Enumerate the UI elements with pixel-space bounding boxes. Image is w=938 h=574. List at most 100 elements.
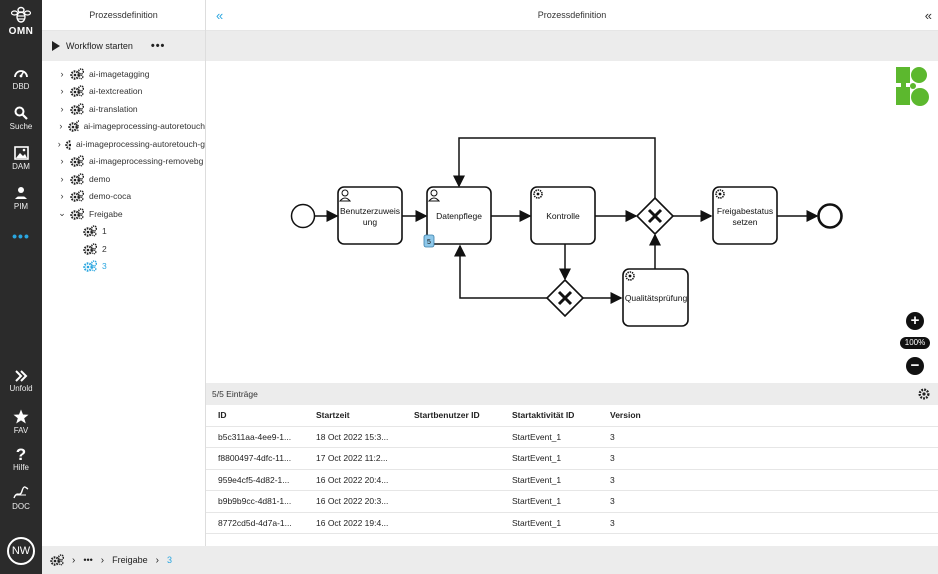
breadcrumb-freigabe[interactable]: Freigabe bbox=[112, 555, 148, 565]
cell-startaktivitaet: StartEvent_1 bbox=[512, 517, 562, 528]
table-row[interactable]: f8800497-4dfc-11... 17 Oct 2022 11:2... … bbox=[206, 448, 938, 470]
cell-startzeit: 16 Oct 2022 20:4... bbox=[316, 474, 389, 485]
zoom-in-button[interactable]: + bbox=[906, 312, 924, 330]
service-task-icon bbox=[625, 271, 635, 281]
instances-table: ID Startzeit Startbenutzer ID Startaktiv… bbox=[206, 405, 938, 534]
chevron-right-icon[interactable]: › bbox=[60, 68, 64, 79]
breadcrumb: › ••• › Freigabe › 3 bbox=[42, 546, 938, 574]
task-label-benutzer-2: ung bbox=[363, 217, 377, 227]
rail-item-dam[interactable]: DAM bbox=[0, 146, 42, 171]
breadcrumb-separator: › bbox=[100, 554, 105, 566]
gears-icon bbox=[70, 85, 84, 98]
tree-child-version-1[interactable]: 1 bbox=[42, 223, 205, 241]
main-title: Prozessdefinition bbox=[537, 10, 607, 20]
end-event bbox=[817, 203, 843, 229]
rail-item-pim[interactable]: PIM bbox=[0, 186, 42, 211]
cell-id: f8800497-4dfc-11... bbox=[218, 453, 292, 463]
task-label-datenpflege: Datenpflege bbox=[436, 211, 482, 221]
rail-label-dam: DAM bbox=[12, 162, 30, 171]
gears-icon bbox=[64, 137, 71, 150]
tree-item-ai-imagetagging[interactable]: ›ai-imagetagging bbox=[42, 65, 205, 83]
chevron-right-icon[interactable]: › bbox=[59, 121, 63, 132]
gears-icon bbox=[70, 190, 84, 203]
tree-item-demo[interactable]: › demo bbox=[42, 170, 205, 188]
workflow-gears-icon[interactable] bbox=[50, 554, 64, 566]
tree-child-version-3[interactable]: 3 bbox=[42, 258, 205, 276]
gears-icon bbox=[70, 207, 84, 220]
tree-item-ai-translation[interactable]: ›ai-translation bbox=[42, 100, 205, 118]
col-header-version[interactable]: Version bbox=[610, 410, 641, 420]
instance-count-badge: 5 bbox=[427, 239, 431, 246]
chevron-right-icon[interactable]: › bbox=[60, 173, 64, 184]
pim-icon bbox=[15, 187, 27, 199]
brand-name: OMN bbox=[8, 26, 34, 37]
table-row[interactable]: 959e4cf5-4d82-1... 16 Oct 2022 20:4... S… bbox=[206, 470, 938, 491]
tree-child-version-2[interactable]: 2 bbox=[42, 240, 205, 258]
brand-logo[interactable]: OMN bbox=[0, 6, 42, 37]
table-row[interactable]: 8772cd5d-4d7a-1... 16 Oct 2022 19:4... S… bbox=[206, 513, 938, 534]
rail-item-fav[interactable]: FAV bbox=[0, 409, 42, 435]
rail-item-unfold[interactable]: Unfold bbox=[0, 370, 42, 393]
cell-startzeit: 16 Oct 2022 20:3... bbox=[316, 496, 389, 506]
zoom-out-button[interactable]: − bbox=[906, 357, 924, 375]
rail-item-hilfe[interactable]: ? Hilfe bbox=[0, 446, 42, 472]
col-header-id[interactable]: ID bbox=[218, 410, 227, 420]
cell-startzeit: 17 Oct 2022 11:2... bbox=[316, 453, 388, 463]
tree-item-label: ai-imageprocessing-removebg bbox=[89, 156, 204, 167]
tree-item-ai-imageprocessing-autoretouch[interactable]: ›ai-imageprocessing-autoretouch bbox=[42, 118, 205, 136]
chevron-right-icon[interactable]: › bbox=[60, 156, 64, 167]
zoom-level: 100% bbox=[900, 337, 930, 349]
collapse-left-button[interactable]: « bbox=[216, 8, 224, 23]
chevron-right-icon[interactable]: › bbox=[57, 138, 61, 149]
table-row[interactable]: b5c311aa-4ee9-1... 18 Oct 2022 15:3... S… bbox=[206, 427, 938, 448]
tree-item-freigabe[interactable]: ⌄ Freigabe bbox=[42, 205, 205, 223]
bee-logo-icon bbox=[11, 6, 31, 23]
process-tree-panel: Prozessdefinition Workflow starten ••• ›… bbox=[42, 0, 206, 546]
rail-label-dbd: DBD bbox=[12, 82, 30, 91]
cell-version: 3 bbox=[610, 496, 615, 506]
task-label-freigabe-1: Freigabestatus bbox=[717, 206, 773, 216]
tree-item-label: Freigabe bbox=[89, 208, 123, 219]
tree-item-demo-coca[interactable]: ›demo-coca bbox=[42, 188, 205, 206]
cell-startzeit: 18 Oct 2022 15:3... bbox=[316, 431, 389, 442]
cell-startaktivitaet: StartEvent_1 bbox=[512, 431, 562, 442]
breadcrumb-ellipsis[interactable]: ••• bbox=[83, 555, 93, 565]
rail-item-more[interactable]: ••• bbox=[0, 228, 42, 244]
tree-item-ai-imageprocessing-removebg[interactable]: › ai-imageprocessing-removebg bbox=[42, 153, 205, 171]
bpmn-canvas[interactable]: Benutzerzuweis ung Datenpflege 5 bbox=[206, 61, 938, 383]
tree-item-ai-textcreation[interactable]: ›ai-textcreation bbox=[42, 83, 205, 101]
start-workflow-button[interactable]: Workflow starten bbox=[52, 41, 133, 51]
collapse-right-button[interactable]: « bbox=[924, 8, 932, 23]
search-icon bbox=[14, 106, 28, 120]
tree-panel-title: Prozessdefinition bbox=[42, 0, 205, 31]
dashboard-icon bbox=[14, 70, 28, 78]
rail-label-pim: PIM bbox=[13, 202, 29, 211]
tree-more-button[interactable]: ••• bbox=[150, 40, 166, 52]
cell-startaktivitaet: StartEvent_1 bbox=[512, 453, 562, 463]
cell-version: 3 bbox=[610, 431, 615, 442]
col-header-startbenutzer[interactable]: Startbenutzer ID bbox=[414, 410, 480, 420]
col-header-startaktivitaet[interactable]: Startaktivität ID bbox=[512, 410, 575, 420]
chevron-right-icon[interactable]: › bbox=[60, 191, 64, 202]
gears-icon bbox=[70, 172, 84, 185]
main-toolbar bbox=[206, 31, 938, 61]
instance-count-badge-box bbox=[423, 234, 435, 248]
chevron-right-icon[interactable]: › bbox=[60, 86, 64, 97]
rail-item-doc[interactable]: DOC bbox=[0, 486, 42, 511]
user-avatar[interactable]: NW bbox=[7, 537, 35, 565]
rail-item-dbd[interactable]: DBD bbox=[0, 66, 42, 91]
tree-item-label: demo bbox=[89, 173, 111, 184]
tree-item-ai-imageprocessing-autoretouch-g[interactable]: ›ai-imageprocessing-autoretouch-g bbox=[42, 135, 205, 153]
table-row[interactable]: b9b9b9cc-4d81-1... 16 Oct 2022 20:3... S… bbox=[206, 491, 938, 513]
chevron-right-icon[interactable]: › bbox=[60, 103, 64, 114]
puzzle-icon[interactable] bbox=[896, 67, 930, 107]
gears-icon bbox=[83, 225, 97, 238]
col-header-startzeit[interactable]: Startzeit bbox=[316, 410, 350, 420]
rail-item-suche[interactable]: Suche bbox=[0, 106, 42, 131]
task-label-benutzer-1: Benutzerzuweis bbox=[340, 206, 400, 216]
chevron-down-icon[interactable]: ⌄ bbox=[58, 208, 66, 219]
user-task-icon bbox=[427, 189, 441, 202]
settings-gear-icon[interactable] bbox=[918, 388, 930, 400]
cell-id: b9b9b9cc-4d81-1... bbox=[218, 496, 292, 506]
help-icon: ? bbox=[15, 445, 27, 464]
